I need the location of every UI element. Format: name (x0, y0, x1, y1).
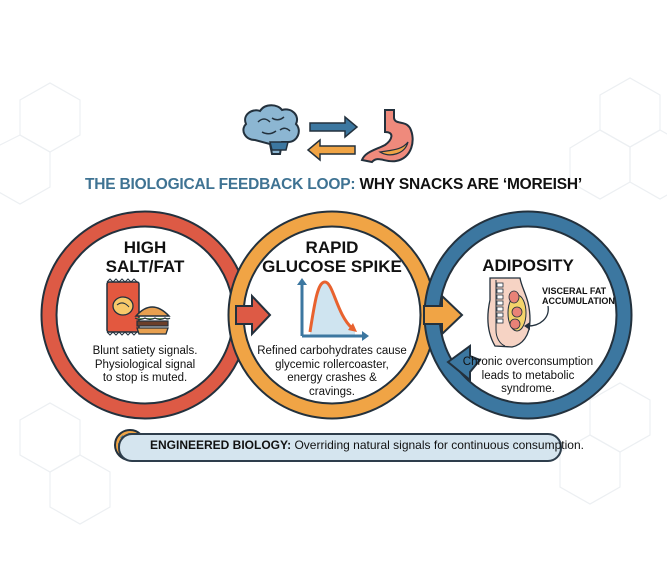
heading-line: ADIPOSITY (482, 256, 574, 275)
desc-line: syndrome. (501, 383, 555, 395)
heading-line: SALT/FAT (105, 257, 185, 276)
arrow-orange-to-blue-icon (423, 293, 464, 337)
heading-line: HIGH (123, 238, 167, 257)
arrow-right-icon (309, 115, 359, 139)
abdomen-visceral-fat-icon (487, 277, 531, 348)
arrow-left-icon (306, 138, 356, 162)
desc-line: cravings. (308, 385, 356, 398)
return-arrow-blue-icon (446, 344, 482, 383)
desc-line: Chronic overconsumption (462, 356, 594, 368)
heading-line: GLUCOSE SPIKE (262, 257, 402, 276)
stage-description-high-salt-fat: Blunt satiety signals. Physiological sig… (75, 345, 215, 386)
desc-line: Refined carbohydrates cause (257, 345, 407, 357)
banner-body-text: Overriding natural signals for continuou… (291, 438, 584, 452)
stage-description-adiposity: Chronic overconsumption leads to metabol… (458, 356, 598, 397)
desc-line: to stop is muted. (102, 372, 188, 384)
glucose-curve-icon (297, 278, 369, 341)
desc-line: Physiological signal (94, 358, 196, 371)
callout-line: ACCUMULATION (542, 296, 615, 306)
stage-heading-adiposity: ADIPOSITY (468, 256, 588, 275)
page-title: THE BIOLOGICAL FEEDBACK LOOP: WHY SNACKS… (0, 176, 667, 194)
stage-heading-rapid-glucose-spike: RAPID GLUCOSE SPIKE (252, 238, 412, 276)
desc-line: energy crashes & (287, 372, 377, 384)
desc-line: glycemic rollercoaster, (275, 358, 389, 371)
heading-line: RAPID (305, 238, 359, 257)
snack-bag-burger-icon (106, 278, 171, 336)
callout-arrow-icon (524, 305, 549, 330)
summary-banner-text: ENGINEERED BIOLOGY: Overriding natural s… (150, 438, 584, 452)
desc-line: leads to metabolic (481, 369, 575, 382)
arrow-red-to-orange-icon (235, 293, 272, 337)
visceral-fat-callout: VISCERAL FAT ACCUMULATION (542, 286, 615, 306)
summary-banner (118, 433, 562, 462)
callout-line: VISCERAL FAT (542, 286, 607, 296)
stage-description-rapid-glucose-spike: Refined carbohydrates cause glycemic rol… (252, 345, 412, 399)
stomach-icon (360, 109, 414, 164)
title-part-1: THE BIOLOGICAL FEEDBACK LOOP: (84, 176, 356, 193)
banner-bold-label: ENGINEERED BIOLOGY: (150, 438, 292, 452)
hexagon-background-pattern (0, 77, 667, 525)
title-part-2: WHY SNACKS ARE ‘MOREISH’ (359, 176, 582, 193)
stage-heading-high-salt-fat: HIGH SALT/FAT (85, 238, 205, 276)
brain-icon (242, 104, 300, 155)
desc-line: Blunt satiety signals. (92, 345, 198, 357)
